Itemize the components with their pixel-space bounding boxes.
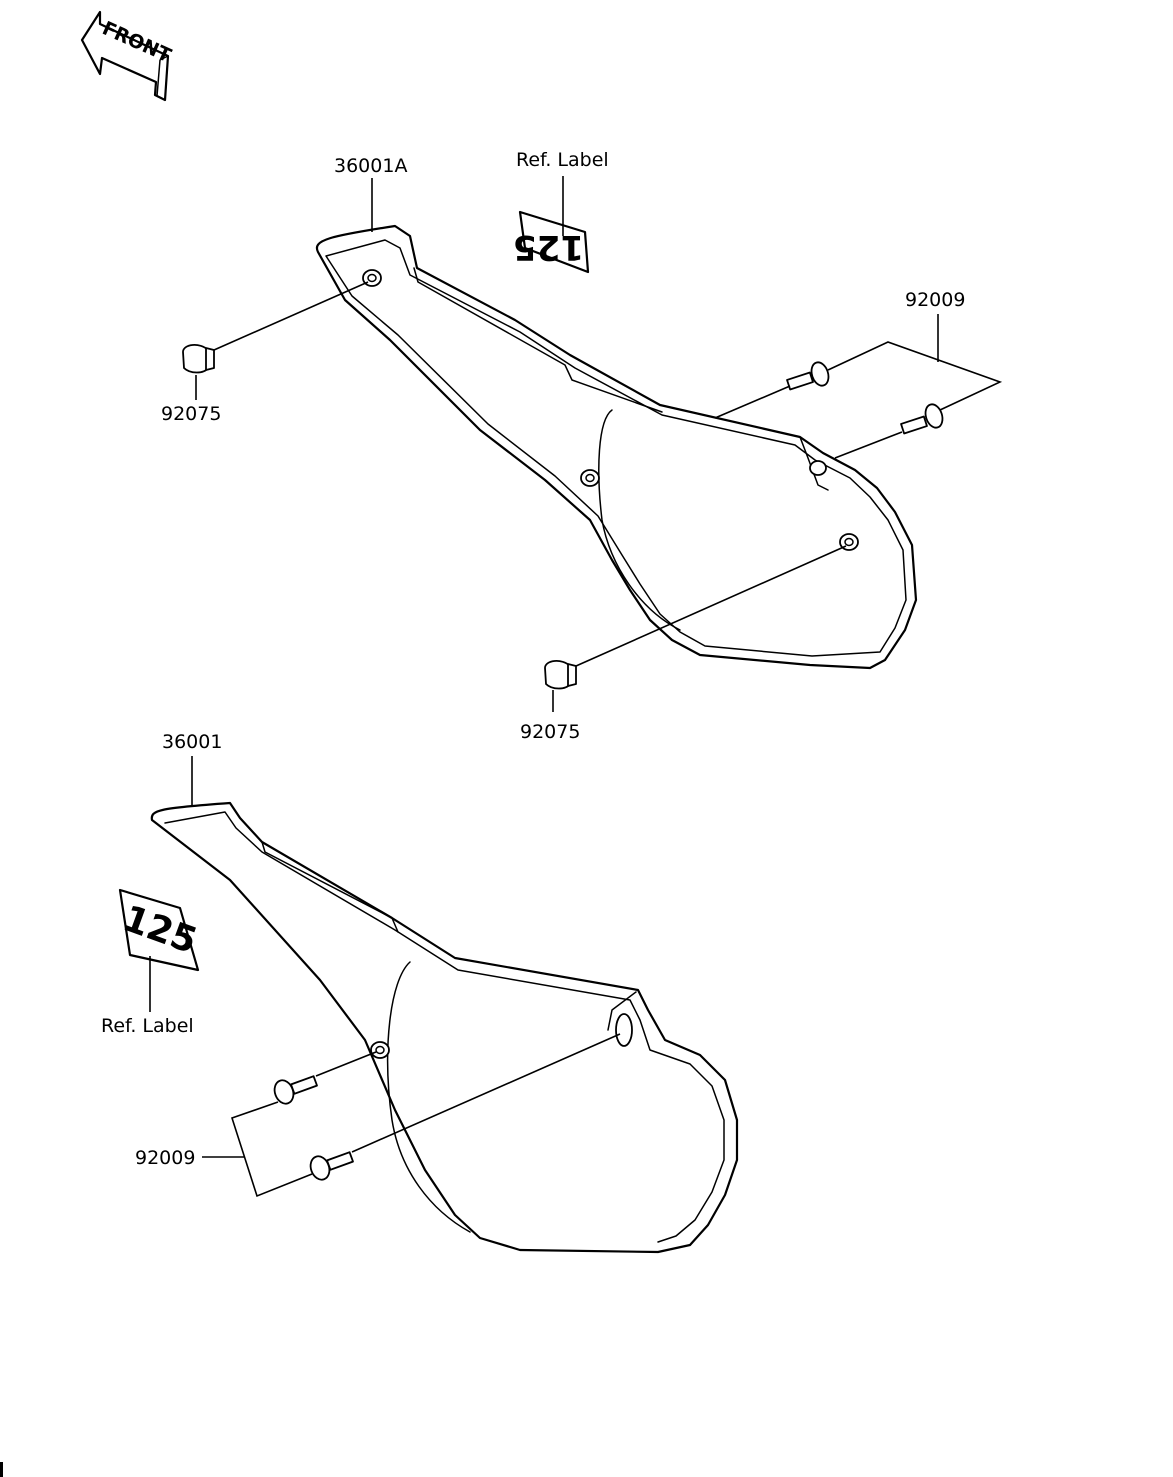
ref-label-top: Ref. Label xyxy=(516,149,609,171)
side-cover-right xyxy=(315,224,918,670)
decal-top: 125 xyxy=(513,210,590,274)
label-92009-bottom: 92009 xyxy=(135,1147,195,1169)
screw-top-2 xyxy=(900,403,944,435)
leader-screw-top xyxy=(827,341,1003,411)
ref-label-bottom: Ref. Label xyxy=(101,1015,194,1037)
screw-bottom-1 xyxy=(273,1075,318,1105)
label-92075-bottom: 92075 xyxy=(520,721,580,743)
scan-mark xyxy=(0,1462,3,1477)
label-36001: 36001 xyxy=(162,731,222,753)
label-36001A: 36001A xyxy=(334,155,407,177)
label-92075-top: 92075 xyxy=(161,403,221,425)
front-arrow-icon: FRONT xyxy=(80,10,174,102)
decal-top-text: 125 xyxy=(513,227,584,267)
side-cover-left xyxy=(150,801,739,1254)
label-92009-top: 92009 xyxy=(905,289,965,311)
grommet-top-left xyxy=(182,344,215,374)
grommet-top-right xyxy=(544,660,577,690)
decal-bottom: 125 xyxy=(117,888,202,972)
leader-grommet-bottom xyxy=(575,545,847,667)
leader-screw-bottom xyxy=(230,1101,313,1198)
leader-grommet-top xyxy=(213,281,369,351)
screw-bottom-2 xyxy=(309,1151,354,1181)
screw-top-1 xyxy=(786,361,830,391)
